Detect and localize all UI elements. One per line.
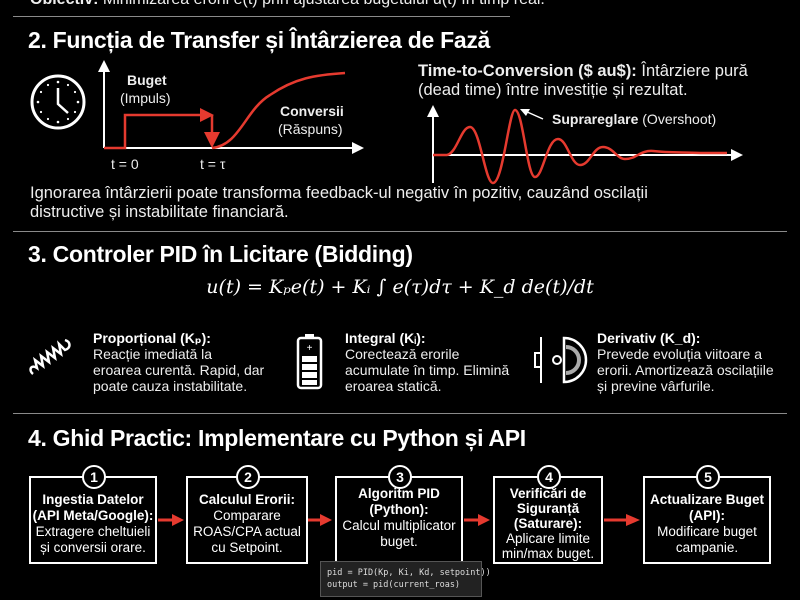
spring-icon	[29, 338, 71, 375]
paragraph-line-2: distructive și instabilitate financiară.	[30, 203, 289, 221]
t0-label: t = 0	[111, 156, 139, 172]
overshoot-label: Suprareglare (Overshoot)	[552, 111, 717, 127]
battery-icon: +	[296, 334, 323, 390]
ttc-text-2: (dead time) între investiție și rezultat…	[418, 81, 688, 99]
section-3-title: 3. Controler PID în Licitare (Bidding)	[28, 241, 413, 267]
damper-icon	[534, 336, 588, 384]
axes	[98, 60, 364, 154]
clock-icon	[30, 74, 86, 130]
divider	[13, 413, 787, 414]
oscillation-curve	[433, 108, 727, 185]
pid-derivative: Derivativ (K_d):Prevede evoluția viitoar…	[597, 330, 774, 394]
delay-diagram	[30, 60, 364, 154]
divider	[13, 231, 787, 232]
flow-arrows	[158, 514, 640, 526]
arrow-down	[204, 132, 220, 148]
svg-text:+: +	[307, 343, 313, 354]
divider	[13, 16, 510, 17]
budget-sub: (Impuls)	[120, 90, 171, 106]
section-4-title: 4. Ghid Practic: Implementare cu Python …	[28, 425, 526, 451]
budget-impulse	[104, 113, 214, 150]
conversion-curve	[211, 71, 346, 150]
ttc-text-1: Time-to-Conversion ($ au$): Întârziere p…	[418, 62, 748, 80]
conv-label: Conversii	[280, 103, 344, 119]
code-snippet: pid = PID(Kp, Ki, Kd, setpoint))output =…	[320, 561, 491, 597]
section-2-title: 2. Funcția de Transfer și Întârzierea de…	[28, 27, 491, 53]
conv-sub: (Răspuns)	[278, 121, 343, 137]
objective-text: Obiectiv: Minimizarea erorii e(t) prin a…	[30, 0, 545, 9]
oscillation-diagram	[427, 105, 743, 185]
pid-formula: u(t) = Kₚe(t) + Kᵢ ∫ e(τ)dτ + K_d de(t)/…	[206, 276, 594, 298]
ttau-label: t = τ	[200, 156, 226, 172]
paragraph-line-1: Ignorarea întârzierii poate transforma f…	[30, 184, 648, 202]
budget-label: Buget	[127, 72, 167, 88]
arrow-right	[200, 108, 214, 122]
